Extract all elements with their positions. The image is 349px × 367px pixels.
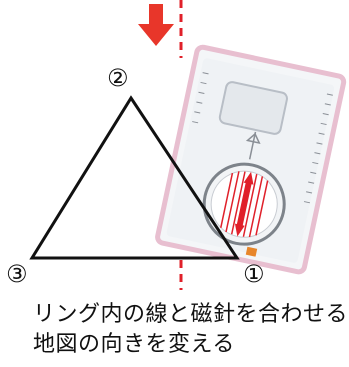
magnetic-needle <box>234 171 254 237</box>
triangle <box>29 95 240 260</box>
direction-arrow <box>138 4 174 46</box>
caption-line-1: リング内の線と磁針を合わせる <box>33 302 349 327</box>
caption-line-2: 地図の向きを変える <box>33 332 235 357</box>
vertex-label-one: ① <box>243 260 265 288</box>
vertex-label-two: ② <box>107 64 129 92</box>
orienting-lines <box>220 171 269 238</box>
magnifier-lens <box>218 81 288 135</box>
vertex-label-three: ③ <box>6 260 28 288</box>
compass <box>155 44 347 275</box>
